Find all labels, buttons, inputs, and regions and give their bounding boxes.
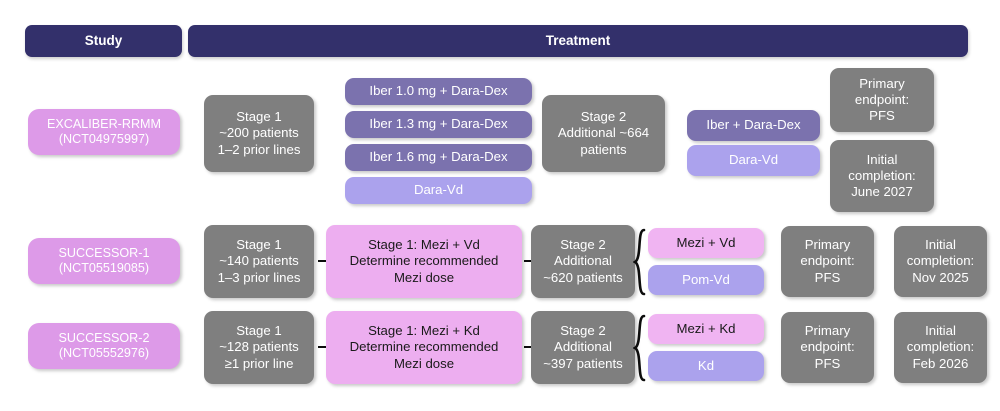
randomized-arm-row3-1[interactable]: Mezi + Kd (648, 314, 764, 344)
stage1-box-row1[interactable]: Stage 1 ~200 patients 1–2 prior lines (204, 95, 314, 172)
dose-arm-row1-2[interactable]: Iber 1.3 mg + Dara-Dex (345, 111, 532, 138)
stage2-box-row3[interactable]: Stage 2 Additional ~397 patients (531, 311, 635, 384)
primary-endpoint-row3[interactable]: Primary endpoint: PFS (781, 312, 874, 383)
dose-arm-row1-3[interactable]: Iber 1.6 mg + Dara-Dex (345, 144, 532, 171)
initial-completion-row2[interactable]: Initial completion: Nov 2025 (894, 226, 987, 297)
stage1-box-row2[interactable]: Stage 1 ~140 patients 1–3 prior lines (204, 225, 314, 298)
study-pill-successor-1[interactable]: SUCCESSOR-1 (NCT05519085) (28, 238, 180, 284)
dose-finding-box-row2[interactable]: Stage 1: Mezi + Vd Determine recommended… (326, 225, 522, 298)
dose-arm-row1-1[interactable]: Iber 1.0 mg + Dara-Dex (345, 78, 532, 105)
study-pill-excaliber-rrmm[interactable]: EXCALIBER-RRMM (NCT04975997) (28, 109, 180, 155)
control-arm-row1[interactable]: Dara-Vd (345, 177, 532, 204)
stage1-box-row3[interactable]: Stage 1 ~128 patients ≥1 prior line (204, 311, 314, 384)
randomized-arm-row1-1[interactable]: Iber + Dara-Dex (687, 110, 820, 141)
randomized-arm-row3-2[interactable]: Kd (648, 351, 764, 381)
dose-finding-box-row3[interactable]: Stage 1: Mezi + Kd Determine recommended… (326, 311, 522, 384)
randomized-arm-row1-2[interactable]: Dara-Vd (687, 145, 820, 176)
header-study: Study (25, 25, 182, 57)
randomized-arm-row2-2[interactable]: Pom-Vd (648, 265, 764, 295)
primary-endpoint-row1[interactable]: Primary endpoint: PFS (830, 68, 934, 132)
initial-completion-row1[interactable]: Initial completion: June 2027 (830, 140, 934, 212)
randomization-brace-row2 (633, 228, 647, 296)
randomized-arm-row2-1[interactable]: Mezi + Vd (648, 228, 764, 258)
header-treatment: Treatment (188, 25, 968, 57)
randomization-brace-row3 (633, 314, 647, 382)
stage2-box-row1[interactable]: Stage 2 Additional ~664 patients (542, 95, 665, 172)
study-pill-successor-2[interactable]: SUCCESSOR-2 (NCT05552976) (28, 323, 180, 369)
initial-completion-row3[interactable]: Initial completion: Feb 2026 (894, 312, 987, 383)
primary-endpoint-row2[interactable]: Primary endpoint: PFS (781, 226, 874, 297)
stage2-box-row2[interactable]: Stage 2 Additional ~620 patients (531, 225, 635, 298)
